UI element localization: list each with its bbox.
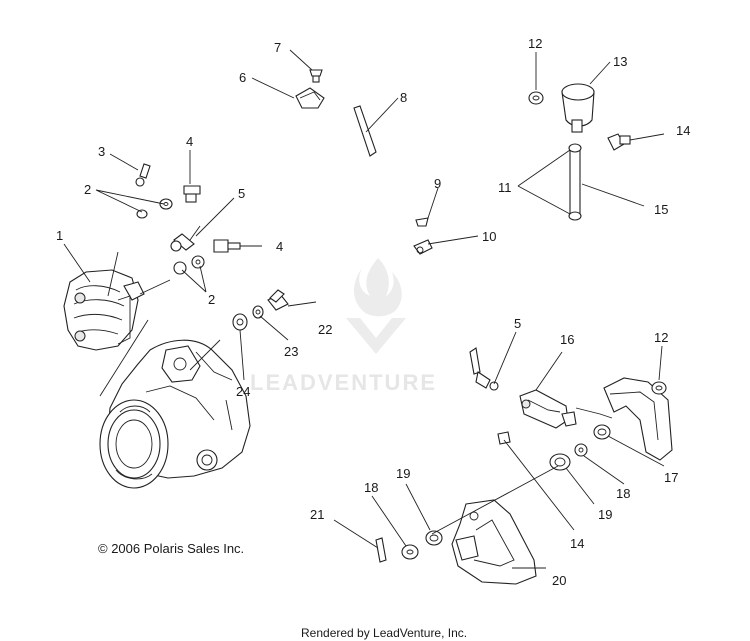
callout-18-left: 18 [364,480,378,495]
callout-17: 17 [664,470,678,485]
callout-12-top: 12 [528,36,542,51]
hub-housing [99,339,251,489]
callout-13: 13 [613,54,627,69]
callout-6: 6 [239,70,246,85]
callout-21: 21 [310,507,324,522]
callout-24: 24 [236,384,250,399]
callout-4-top: 4 [186,134,193,149]
callout-12-right: 12 [654,330,668,345]
callout-10: 10 [482,229,496,244]
watermark-text: LEADVENTURE [250,370,437,395]
callout-4-middle: 4 [276,239,283,254]
callout-23: 23 [284,344,298,359]
footer-credit: Rendered by LeadVenture, Inc. [301,626,467,640]
callout-18-right: 18 [616,486,630,501]
callout-20: 20 [552,573,566,588]
callout-14-lower: 14 [570,536,584,551]
callout-labels: 1 2 2 3 4 4 5 5 6 7 8 9 10 11 12 12 13 1… [56,36,690,588]
callout-11: 11 [498,180,512,195]
callout-8: 8 [400,90,407,105]
callout-5-right: 5 [514,316,521,331]
master-cylinder-assembly [375,347,673,585]
callout-22: 22 [318,322,332,337]
callout-15: 15 [654,202,668,217]
copyright-text: © 2006 Polaris Sales Inc. [98,541,244,556]
callout-19-right: 19 [598,507,612,522]
callout-1: 1 [56,228,63,243]
watermark: LEADVENTURE [250,258,437,395]
reservoir-assembly [528,83,631,221]
callout-5-left: 5 [238,186,245,201]
brake-caliper [63,269,145,351]
caliper-small-parts [135,163,289,331]
callout-14-top: 14 [676,123,690,138]
callout-9: 9 [434,176,441,191]
callout-3: 3 [98,144,105,159]
callout-2-top: 2 [84,182,91,197]
callout-16: 16 [560,332,574,347]
callout-7: 7 [274,40,281,55]
leader-lines [63,49,665,569]
callout-19-left: 19 [396,466,410,481]
callout-2-middle: 2 [208,292,215,307]
top-center-parts [295,69,433,255]
